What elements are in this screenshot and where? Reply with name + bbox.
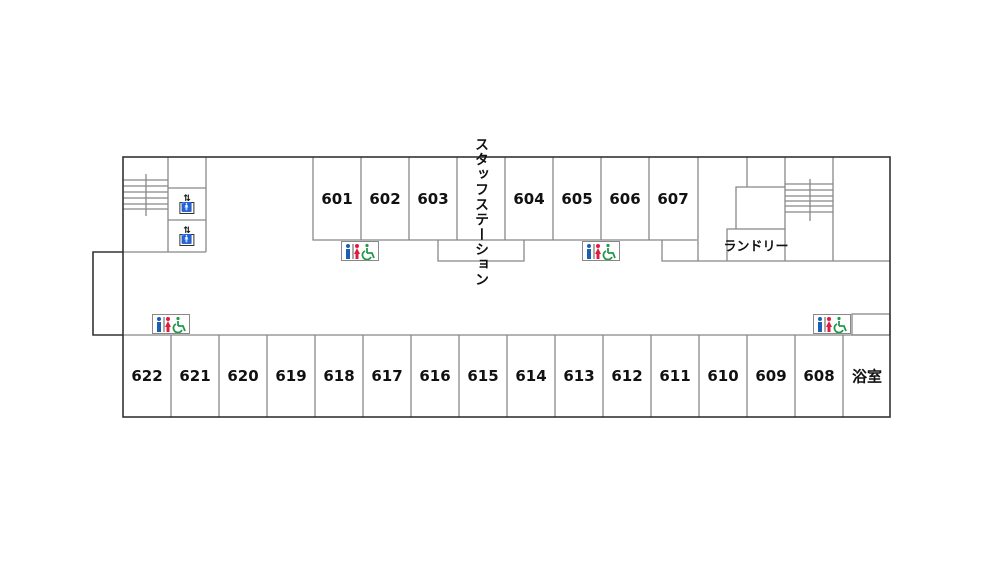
room-605: 605	[561, 190, 593, 208]
room-611: 611	[659, 367, 691, 385]
room-620: 620	[227, 367, 259, 385]
room-604: 604	[513, 190, 545, 208]
room-606: 606	[609, 190, 641, 208]
room-617: 617	[371, 367, 403, 385]
room-612: 612	[611, 367, 643, 385]
restroom-icon	[341, 241, 379, 261]
room-621: 621	[179, 367, 211, 385]
room-615: 615	[467, 367, 499, 385]
elevator-icon: ⇅🚹	[179, 226, 195, 246]
laundry-label: ランドリー	[723, 239, 789, 255]
room-616: 616	[419, 367, 451, 385]
room-622: 622	[131, 367, 163, 385]
room-609: 609	[755, 367, 787, 385]
room-619: 619	[275, 367, 307, 385]
room-601: 601	[321, 190, 353, 208]
staff-station-label: スタッフステーション	[471, 137, 491, 287]
room-618: 618	[323, 367, 355, 385]
room-613: 613	[563, 367, 595, 385]
elevator-icon: ⇅🚹	[179, 194, 195, 214]
room-603: 603	[417, 190, 449, 208]
restroom-icon	[152, 314, 190, 334]
stairs-icon	[123, 174, 168, 216]
room-610: 610	[707, 367, 739, 385]
room-602: 602	[369, 190, 401, 208]
restroom-icon	[582, 241, 620, 261]
staff-station-line1: スタッフ	[473, 137, 489, 197]
room-607: 607	[657, 190, 689, 208]
staff-station-line2: ステーション	[473, 197, 489, 287]
room-614: 614	[515, 367, 547, 385]
restroom-icon	[813, 314, 851, 334]
room-浴室: 浴室	[851, 367, 883, 386]
stairs-icon	[785, 179, 833, 221]
room-608: 608	[803, 367, 835, 385]
